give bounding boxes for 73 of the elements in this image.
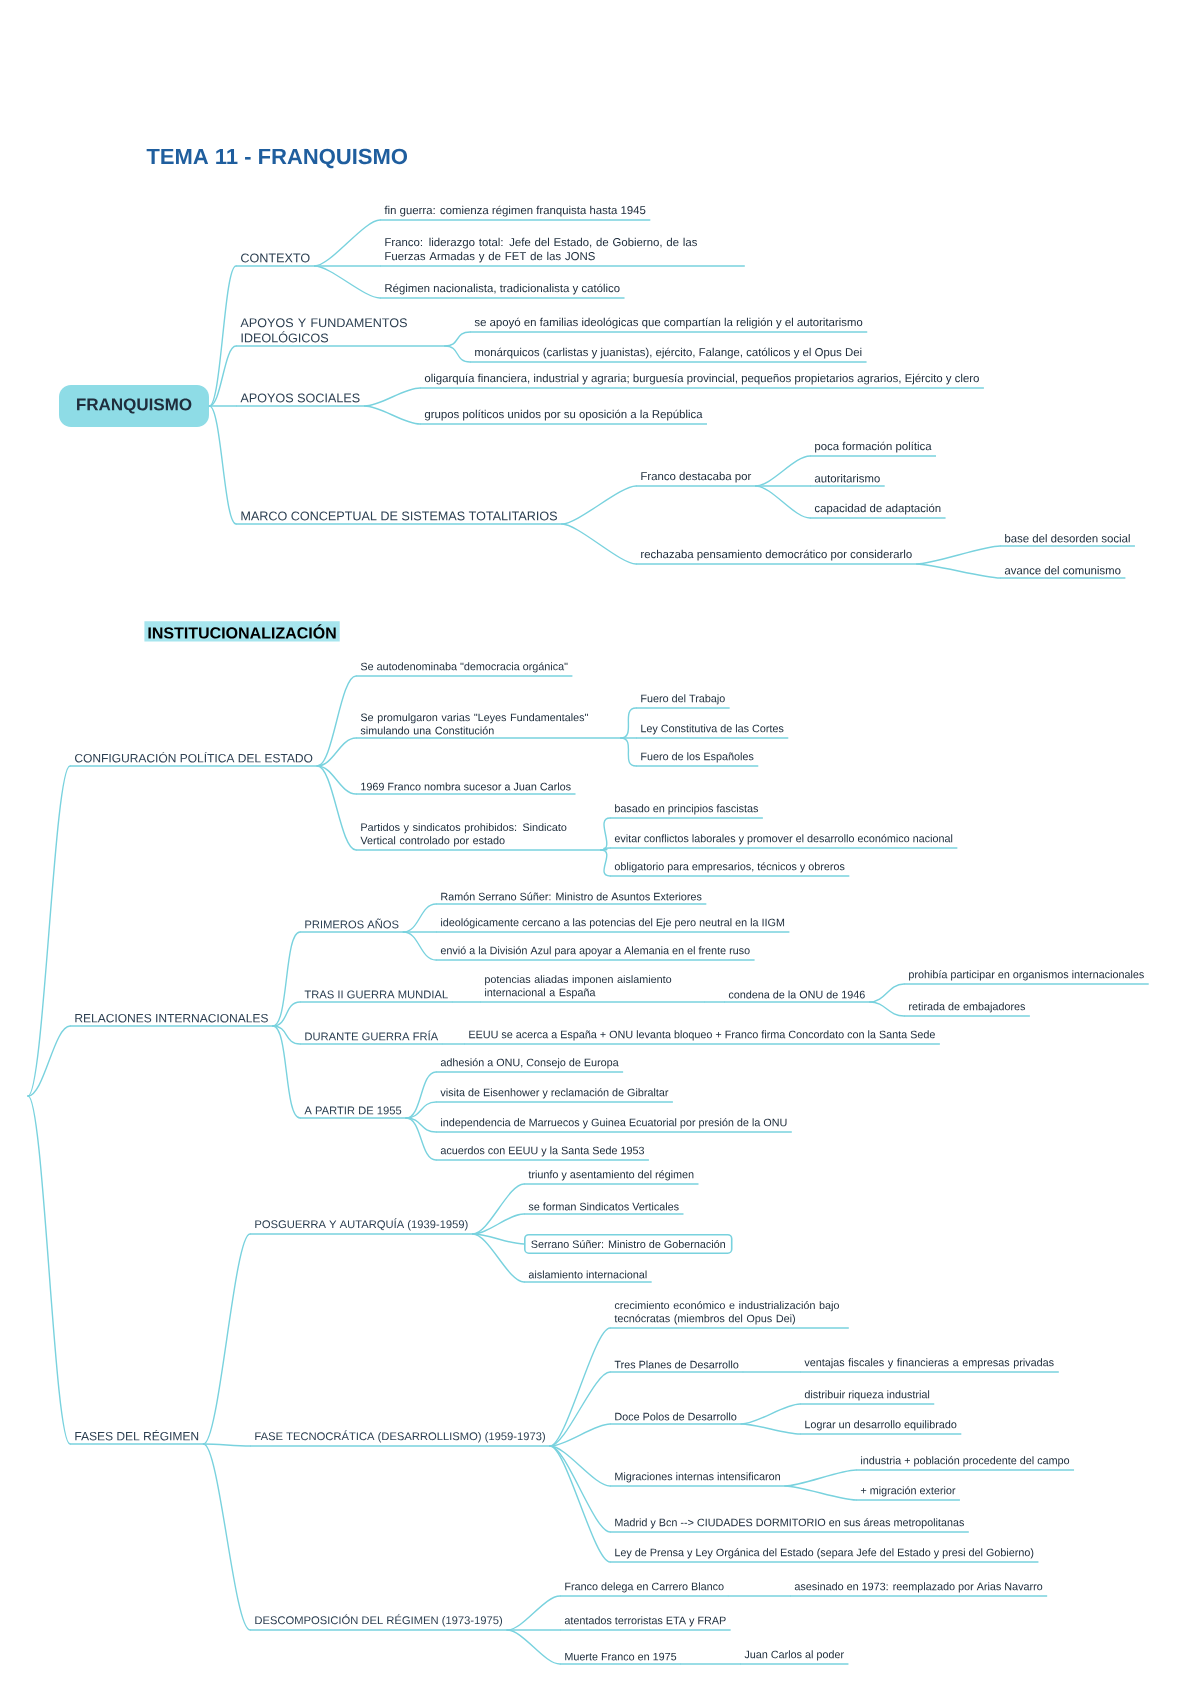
connector-line xyxy=(755,485,811,487)
connector-line xyxy=(202,1443,251,1631)
connector-line xyxy=(405,1117,437,1161)
connector-line xyxy=(740,1423,801,1435)
connector-line xyxy=(869,983,905,1003)
connector-line xyxy=(620,737,637,767)
connector-line xyxy=(549,1445,611,1533)
connector-line xyxy=(506,1629,561,1631)
connector-line xyxy=(405,1117,437,1133)
connector-line xyxy=(600,817,611,851)
connector-line xyxy=(441,1043,465,1045)
connector-line xyxy=(755,455,811,487)
central-topic-box: FRANQUISMO xyxy=(59,385,209,427)
connector-line xyxy=(27,765,71,1097)
connector-line xyxy=(444,345,471,363)
connector-line xyxy=(208,405,237,525)
connector-line xyxy=(27,1025,71,1097)
connector-line xyxy=(313,265,381,267)
connector-line xyxy=(740,1403,801,1425)
connector-line xyxy=(363,387,421,407)
connector-line xyxy=(742,1371,801,1373)
connector-line xyxy=(704,1001,725,1003)
connector-line xyxy=(506,1595,561,1631)
connector-line xyxy=(313,265,381,299)
connector-line xyxy=(915,545,1001,565)
connector-line xyxy=(549,1445,611,1563)
connector-line xyxy=(27,1095,71,1445)
connector-line xyxy=(549,1445,611,1487)
connector-line xyxy=(600,847,611,851)
connector-line xyxy=(561,485,637,525)
connector-line xyxy=(472,1233,525,1283)
connector-line xyxy=(316,675,357,767)
connector-line xyxy=(313,219,381,267)
connector-line xyxy=(600,849,611,877)
connector-line xyxy=(680,1663,741,1665)
connector-line xyxy=(208,345,237,407)
connector-line xyxy=(561,523,637,565)
section-heading: INSTITUCIONALIZACIÓN xyxy=(144,621,340,642)
connector-line xyxy=(755,485,811,519)
connector-line xyxy=(202,1443,251,1447)
connector-line xyxy=(208,265,237,407)
connector-line xyxy=(620,737,637,739)
title: TEMA 11 - FRANQUISMO xyxy=(146,148,408,169)
connector-line xyxy=(316,737,357,767)
connector-line xyxy=(405,1101,437,1119)
connector-line xyxy=(472,1213,525,1235)
connector-line xyxy=(472,1183,525,1235)
connector-line xyxy=(784,1485,857,1501)
connector-line xyxy=(869,1001,905,1017)
connector-line xyxy=(472,1233,525,1245)
connector-line xyxy=(549,1371,611,1447)
connector-line xyxy=(272,1025,301,1045)
connector-line xyxy=(272,1025,301,1119)
connector-line xyxy=(402,931,437,961)
connector-line xyxy=(202,1233,251,1445)
connector-line xyxy=(451,1001,481,1003)
connector-line xyxy=(405,1071,437,1119)
connector-line xyxy=(620,707,637,739)
connector-line xyxy=(549,1327,611,1447)
connector-line xyxy=(402,903,437,933)
connector-line xyxy=(272,1001,301,1027)
connector-line xyxy=(363,405,421,425)
connector-line xyxy=(316,765,357,795)
connector-line xyxy=(444,331,471,347)
connector-line xyxy=(272,931,301,1027)
connector-line xyxy=(208,405,237,407)
connector-line xyxy=(316,765,357,851)
connector-line xyxy=(727,1595,791,1597)
connector-line xyxy=(784,1469,857,1487)
connector-line xyxy=(506,1629,561,1665)
connector-line xyxy=(549,1423,611,1447)
connector-line xyxy=(402,931,437,933)
connector-line xyxy=(915,563,1001,579)
